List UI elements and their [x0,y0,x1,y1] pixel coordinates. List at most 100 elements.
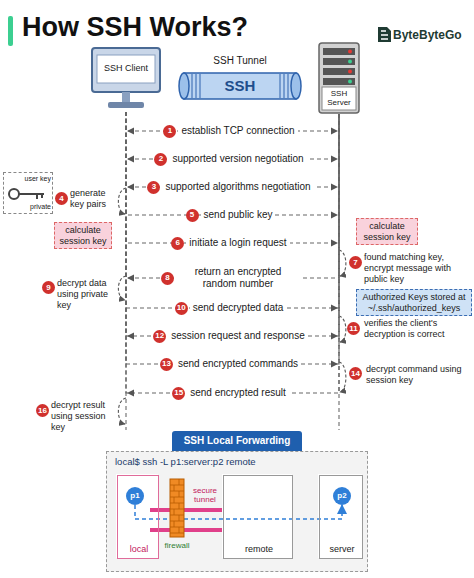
callout-number: 3 [147,181,160,194]
arrow-head [127,156,134,163]
arrow-head [331,305,338,312]
callout-number: 2 [154,153,167,166]
arrow-head [127,390,134,397]
forwarding-panel: local$ ssh -L p1:server:p2 remote local p1… [106,451,368,572]
arrow-head [331,128,338,135]
server-host-box: server p2 [319,475,363,559]
callout-number: 4 [55,192,68,205]
message-arrow [126,112,339,393]
node-text: SSH [170,77,310,94]
edge-label: initiate a login request [186,237,289,249]
tunnel-bar [150,528,222,532]
ssh-tunnel-tube: SSH TunnelSSH [170,55,310,102]
edge-label: send decrypted data [190,302,287,314]
brand-logo: ByteByteGo [393,28,462,42]
local-host-box: local p1 [117,475,159,559]
arrow-head [127,128,134,135]
page-title: How SSH Works? [22,12,248,43]
message-arrow [126,112,339,336]
arrow-head [331,156,338,163]
message-arrow [126,112,339,364]
edge-label: session request and response [168,330,307,342]
step-note: found matching key, encrypt message with… [364,252,472,285]
brand-logo-icon [378,27,391,42]
message-arrow [126,112,339,187]
client-monitor-outline [90,46,162,112]
arrow-head [127,333,134,340]
arrow-head [127,275,134,282]
port-circle: p2 [333,487,351,505]
arrow-head [331,212,338,219]
edge-label: send encrypted commands [175,358,301,370]
node-text: firewall [159,541,195,550]
arrow-head [331,240,338,247]
tunnel-bar [150,508,222,512]
callout-number: 9 [42,281,55,294]
server-tower: SSH Server [318,42,360,114]
node-text: Authorized Keys stored at ~/.ssh/authori… [360,292,468,313]
self-arrow [118,188,126,214]
step-note: decrypt result using session key [51,400,113,433]
panel-ground [106,451,368,572]
port-circle: p1 [126,487,144,505]
arrow-head [127,184,134,191]
step-note: generate key pairs [70,188,112,210]
node-text: p2 [337,491,346,500]
node-text: user key [18,175,51,183]
node-text: SSH Tunnel [170,55,310,67]
callout-number: 16 [36,404,49,417]
node-text: remote [224,544,294,554]
callout-number: 14 [349,367,362,380]
section-tab: SSH Local Forwarding [172,431,302,451]
callout-number: 5 [186,209,199,222]
callout-number: 10 [175,302,188,315]
callout-number: 15 [172,387,185,400]
self-arrow [118,276,126,300]
tunnel-label: secure tunnel [190,486,220,504]
authorized-keys-box: Authorized Keys stored at ~/.ssh/authori… [356,289,472,316]
node-text: local [118,544,160,554]
self-step-arrows [118,188,346,424]
callout-number: 12 [153,330,166,343]
node-text: server [320,544,364,554]
node-text: calculate session key [58,225,108,246]
session-key-box: calculate session key [356,218,418,245]
node-text: private [16,203,51,211]
remote-host-box: remote [223,475,293,559]
message-arrow [126,112,339,159]
self-arrow [339,316,346,342]
step-note: decrypt command using session key [366,364,470,386]
node-text: p1 [130,491,139,500]
arrow-head [331,184,338,191]
edge-label: send encrypted result [187,387,289,399]
node-text: SSH Server [322,89,356,107]
node-text: SSH Local Forwarding [184,435,291,447]
callout-number: 1 [163,125,176,138]
step-note: decrypt data using private key [57,278,113,311]
step-note: verifies the client's decryption is corr… [364,318,472,340]
node-text: SSH Client [97,63,155,73]
node-text: local$ ssh -L p1:server:p2 remote [115,457,361,468]
title-accent-bar [8,16,13,46]
edge-label: return an encrypted random number [176,266,300,290]
firewall-icon: firewall [159,477,195,559]
session-key-box: calculate session key [54,222,112,249]
message-arrow [126,112,339,215]
callout-number: 13 [160,358,173,371]
callout-number: 7 [349,256,362,269]
node-text: calculate session key [360,221,414,242]
edge-label: supported algorithms negotiation [162,181,313,193]
callout-number: 6 [171,237,184,250]
callout-number: 11 [347,322,360,335]
edge-label: establish TCP connection [178,125,297,137]
edge-label: supported version negotiation [169,153,306,165]
message-arrow [126,112,339,278]
message-arrow [126,112,339,308]
client-monitor: SSH Client [90,46,162,112]
message-arrow [126,112,339,243]
edge-label: send public key [201,209,276,221]
self-arrow [339,362,346,392]
key-pair-icon: user key private [3,172,53,214]
arrow-head [331,333,338,340]
